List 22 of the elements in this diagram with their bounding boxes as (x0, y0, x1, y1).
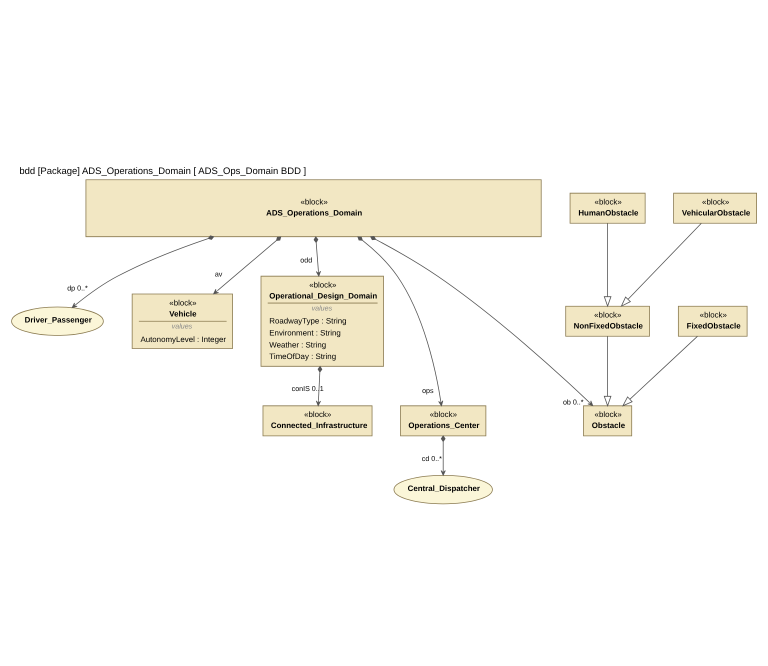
arrow (620, 222, 702, 307)
arrow (314, 236, 321, 276)
node-box: «block» Operations_Center (400, 404, 486, 436)
arrow (370, 235, 594, 406)
arrow (440, 434, 446, 476)
node-box: «block» VehicularObstacle (673, 192, 757, 224)
arrow (604, 222, 612, 307)
node-box: «block» ADS_Operations_Domain (86, 178, 542, 237)
arrow (213, 236, 282, 294)
arrow (357, 236, 444, 406)
node-box: «block» HumanObstacle (570, 192, 646, 224)
arrow (316, 365, 322, 406)
node-box: «block» FixedObstacle (678, 305, 748, 336)
diagram-title: bdd [Package] ADS_Operations_Domain [ ADS_Ops_Domain BDD ] (19, 165, 306, 176)
node-box: «block» NonFixedObstacle (565, 305, 650, 336)
node-ellipse: Driver_Passenger (11, 306, 104, 336)
arrow (604, 335, 612, 406)
node-box: «block» Obstacle (583, 404, 632, 436)
arrow (622, 335, 698, 406)
node-ellipse: Central_Dispatcher (394, 474, 493, 504)
node-box: «block» Connected_Infrastructure (262, 404, 372, 436)
arrow (72, 234, 214, 308)
